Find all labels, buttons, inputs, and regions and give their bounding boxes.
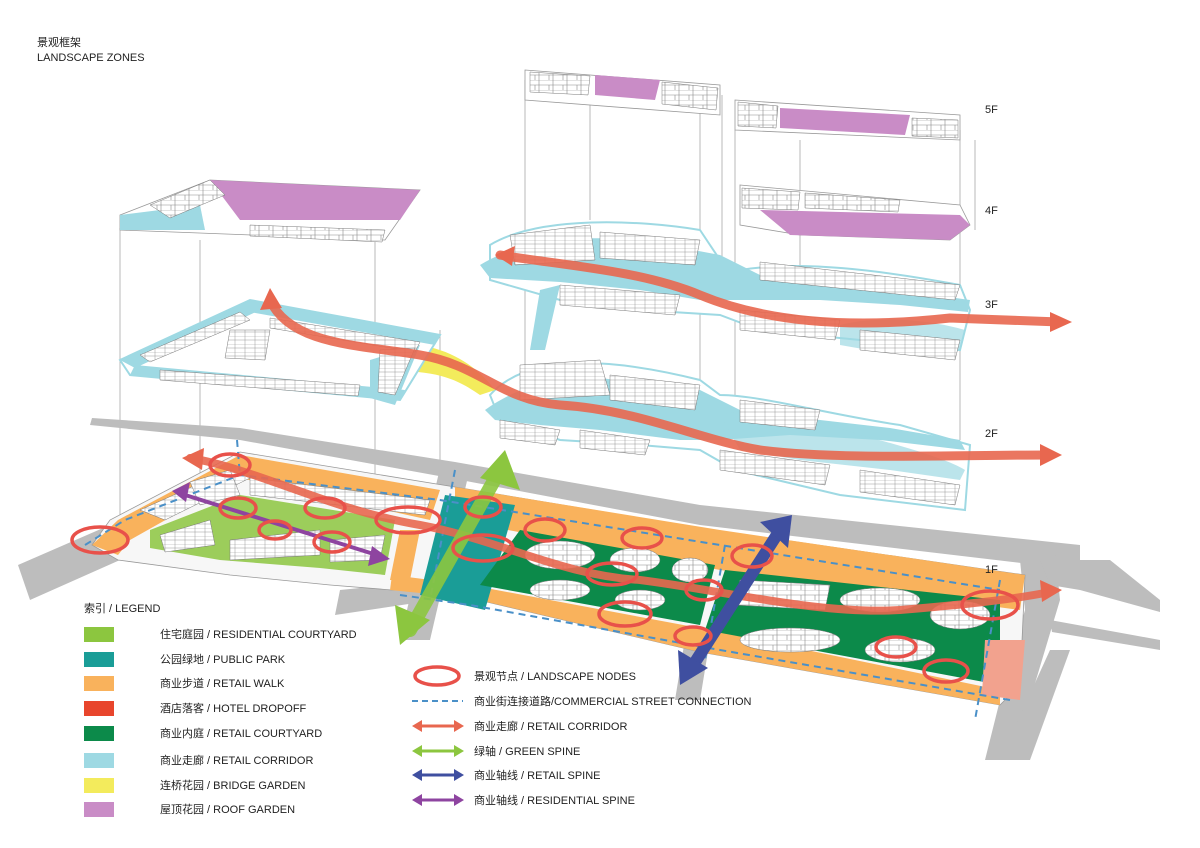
legend-green-arrow-icon — [412, 745, 464, 757]
title-cn: 景观框架 — [37, 37, 81, 49]
floor-2f-plate — [418, 345, 972, 512]
legend-swatch — [84, 777, 114, 793]
legend-retail-arrow-icon — [412, 769, 464, 781]
legend-item: 住宅庭园 / RESIDENTIAL COURTYARD — [84, 626, 357, 642]
legend-symbol-label: 绿轴 / GREEN SPINE — [474, 746, 581, 758]
floor-label-5f: 5F — [985, 104, 998, 116]
legend-item: 连桥花园 / BRIDGE GARDEN — [84, 777, 305, 793]
legend-symbol-label: 商业轴线 / RETAIL SPINE — [474, 770, 601, 782]
legend-residential-arrow-icon — [412, 794, 464, 806]
ground-floor-plate — [91, 451, 1026, 706]
title-en: LANDSCAPE ZONES — [37, 52, 145, 64]
legend-corridor-arrow-icon — [412, 720, 464, 732]
floor-4f-plate — [739, 184, 971, 241]
floor-label-1f: 1F — [985, 564, 998, 576]
legend-symbol-label: 商业走廊 / RETAIL CORRIDOR — [474, 721, 628, 733]
floor-3f-plate — [480, 221, 972, 361]
legend-swatch — [84, 675, 114, 691]
legend-label: 公园绿地 / PUBLIC PARK — [160, 654, 286, 666]
legend-swatch — [84, 801, 114, 817]
legend-symbols — [412, 665, 464, 806]
legend-item: 商业内庭 / RETAIL COURTYARD — [84, 725, 322, 741]
legend-symbol-label: 商业轴线 / RESIDENTIAL SPINE — [474, 795, 635, 807]
floor-label-4f: 4F — [985, 205, 998, 217]
legend-item: 屋顶花园 / ROOF GARDEN — [84, 801, 295, 817]
legend-title: 索引 / LEGEND — [84, 603, 161, 615]
legend-swatch — [84, 725, 114, 741]
legend-label: 连桥花园 / BRIDGE GARDEN — [160, 780, 306, 792]
legend-node-symbol — [413, 665, 461, 687]
floor-2f-left-plate — [118, 298, 442, 405]
title-block: 景观框架 LANDSCAPE ZONES — [37, 36, 145, 66]
floor-label-3f: 3F — [985, 299, 998, 311]
legend-label: 屋顶花园 / ROOF GARDEN — [160, 804, 296, 816]
legend-swatch — [84, 626, 114, 642]
legend-item: 公园绿地 / PUBLIC PARK — [84, 651, 285, 667]
legend-symbol-label: 商业街连接道路/COMMERCIAL STREET CONNECTION — [474, 696, 752, 708]
legend-item: 商业步道 / RETAIL WALK — [84, 675, 284, 691]
legend-item: 酒店落客 / HOTEL DROPOFF — [84, 700, 306, 716]
legend-swatch — [84, 700, 114, 716]
legend-swatch — [84, 651, 114, 667]
floor-label-2f: 2F — [985, 428, 998, 440]
landscape-nodes — [70, 452, 1020, 684]
floor-5f-plates — [119, 69, 961, 243]
spine-arrows — [172, 246, 1072, 685]
legend-swatch — [84, 752, 114, 768]
legend-item: 商业走廊 / RETAIL CORRIDOR — [84, 752, 313, 768]
legend-label: 商业内庭 / RETAIL COURTYARD — [160, 728, 323, 740]
legend-label: 住宅庭园 / RESIDENTIAL COURTYARD — [160, 629, 357, 641]
legend-label: 酒店落客 / HOTEL DROPOFF — [160, 703, 307, 715]
legend-label: 商业走廊 / RETAIL CORRIDOR — [160, 755, 314, 767]
legend-symbol-label: 景观节点 / LANDSCAPE NODES — [474, 671, 636, 683]
legend-label: 商业步道 / RETAIL WALK — [160, 678, 285, 690]
